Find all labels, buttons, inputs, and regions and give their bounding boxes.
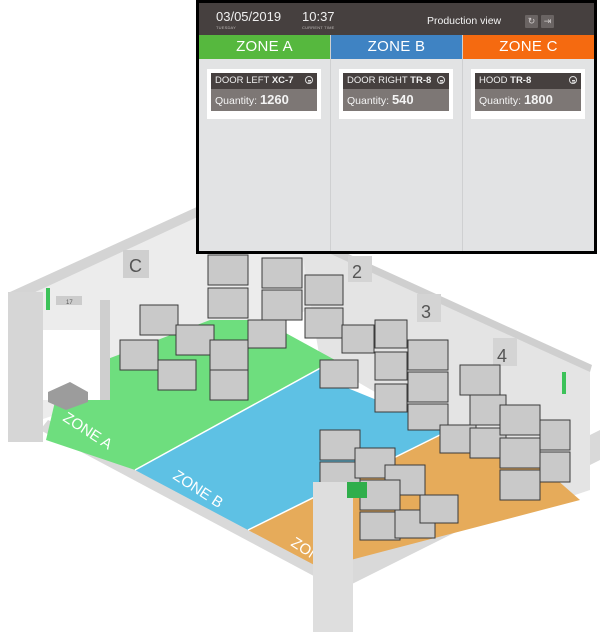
door-light-icon xyxy=(46,288,50,310)
door-number: 17 xyxy=(66,300,73,306)
wall-sign-2-label: 2 xyxy=(352,262,362,282)
current-day: TUESDAY xyxy=(216,25,236,30)
quantity-label: Quantity: xyxy=(347,95,390,107)
zone-column-c: ZONE C HOOD TR-8 Quantity: 1800 xyxy=(463,35,594,251)
rack xyxy=(207,254,249,286)
wall-sign-4 xyxy=(493,338,517,366)
wall-sign-3 xyxy=(417,294,441,322)
rack xyxy=(407,371,449,403)
refresh-icon: ↻ xyxy=(527,16,536,26)
wall-sign-c xyxy=(123,250,149,278)
rack xyxy=(247,319,287,349)
rack xyxy=(359,511,401,541)
rack xyxy=(139,304,179,336)
zone-columns: ZONE A DOOR LEFT XC-7 Quantity: 1260 ZON… xyxy=(199,35,594,251)
part-card-title: HOOD TR-8 xyxy=(475,73,581,89)
current-time-label: CURRENT TIME xyxy=(302,25,335,30)
part-card-quantity: Quantity: 540 xyxy=(343,89,449,111)
production-dashboard: 03/05/2019 TUESDAY 10:37 CURRENT TIME Pr… xyxy=(196,0,597,254)
wall-sign-c-label: C xyxy=(129,256,142,276)
door-frame xyxy=(100,300,110,400)
rack xyxy=(459,364,501,396)
rack xyxy=(499,404,541,436)
rack xyxy=(374,351,408,381)
rack xyxy=(374,383,408,413)
logout-button[interactable]: ⇥ xyxy=(541,15,554,28)
menu-icon[interactable] xyxy=(569,76,577,84)
menu-icon[interactable] xyxy=(437,76,445,84)
part-card-quantity: Quantity: 1800 xyxy=(475,89,581,111)
rack xyxy=(304,274,344,306)
part-card-title: DOOR LEFT XC-7 xyxy=(211,73,317,89)
zone-divider xyxy=(134,359,336,471)
quantity-value: 540 xyxy=(391,92,414,107)
part-code: XC-7 xyxy=(271,75,294,86)
rack xyxy=(209,339,249,371)
view-title: Production view xyxy=(427,15,502,27)
rack xyxy=(341,324,375,354)
part-name: HOOD xyxy=(479,75,508,86)
dashboard-inner: 03/05/2019 TUESDAY 10:37 CURRENT TIME Pr… xyxy=(199,3,594,251)
logout-icon: ⇥ xyxy=(543,16,552,26)
wall-sign-4-label: 4 xyxy=(497,346,507,366)
floor-zone-a xyxy=(46,320,335,470)
part-code: TR-8 xyxy=(410,75,432,86)
front-pillar xyxy=(313,482,353,632)
zone-header: ZONE C xyxy=(463,35,594,59)
agv-robot-icon xyxy=(48,382,88,410)
part-card-title: DOOR RIGHT TR-8 xyxy=(343,73,449,89)
rack xyxy=(539,419,571,451)
part-name: DOOR LEFT xyxy=(215,75,270,86)
rack xyxy=(261,289,303,321)
quantity-label: Quantity: xyxy=(479,95,522,107)
rack xyxy=(499,469,541,501)
current-time: 10:37 xyxy=(302,9,335,24)
rack xyxy=(319,429,361,461)
zone-column-a: ZONE A DOOR LEFT XC-7 Quantity: 1260 xyxy=(199,35,331,251)
current-date: 03/05/2019 xyxy=(216,9,282,24)
rack xyxy=(157,359,197,391)
wall-light-icon xyxy=(562,372,566,394)
rack xyxy=(499,437,541,469)
refresh-button[interactable]: ↻ xyxy=(525,15,538,28)
wall-sign-2 xyxy=(348,256,372,282)
part-card[interactable]: DOOR LEFT XC-7 Quantity: 1260 xyxy=(207,69,321,119)
quantity-label: Quantity: xyxy=(215,95,258,107)
door-sign xyxy=(56,296,82,305)
quantity-value: 1260 xyxy=(259,92,289,107)
zone-header: ZONE A xyxy=(199,35,330,59)
quantity-value: 1800 xyxy=(523,92,553,107)
rack xyxy=(319,359,359,389)
rack xyxy=(539,451,571,483)
zone-column-b: ZONE B DOOR RIGHT TR-8 Quantity: 540 xyxy=(331,35,463,251)
rack xyxy=(209,369,249,401)
pillar-sign-icon xyxy=(347,482,367,498)
rack xyxy=(374,319,408,349)
rack xyxy=(304,307,344,339)
part-card[interactable]: DOOR RIGHT TR-8 Quantity: 540 xyxy=(339,69,453,119)
rack xyxy=(419,494,459,524)
part-card[interactable]: HOOD TR-8 Quantity: 1800 xyxy=(471,69,585,119)
rack xyxy=(207,287,249,319)
rack xyxy=(407,339,449,371)
rack xyxy=(119,339,159,371)
zone-header: ZONE B xyxy=(331,35,462,59)
menu-icon[interactable] xyxy=(305,76,313,84)
part-card-quantity: Quantity: 1260 xyxy=(211,89,317,111)
dashboard-header: 03/05/2019 TUESDAY 10:37 CURRENT TIME Pr… xyxy=(199,3,594,35)
part-name: DOOR RIGHT xyxy=(347,75,408,86)
left-pillar xyxy=(8,292,43,442)
part-code: TR-8 xyxy=(510,75,532,86)
rack xyxy=(175,324,215,356)
rack xyxy=(261,257,303,289)
back-wall-right-top xyxy=(300,232,592,372)
rack-group xyxy=(119,254,571,541)
wall-sign-3-label: 3 xyxy=(421,302,431,322)
floor-zone-b xyxy=(135,360,450,530)
